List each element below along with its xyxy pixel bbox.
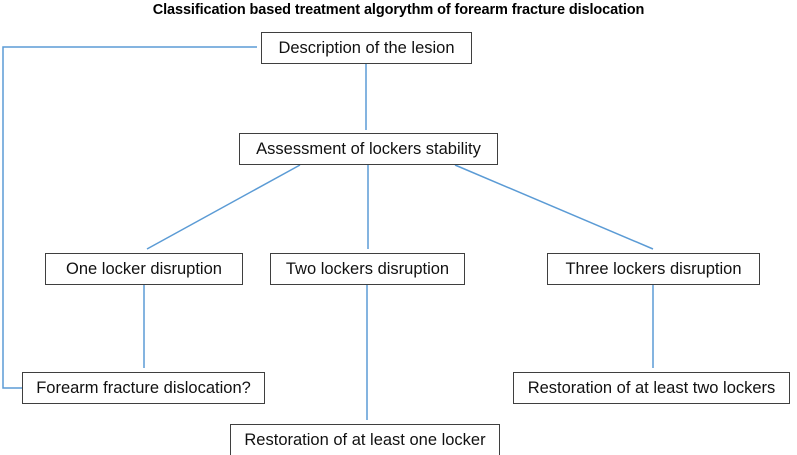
node-assessment[interactable]: Assessment of lockers stability	[239, 133, 498, 165]
node-label: Forearm fracture dislocation?	[36, 378, 251, 397]
node-label: Restoration of at least one locker	[244, 430, 486, 449]
diagram-title: Classification based treatment algorythm…	[152, 2, 645, 18]
node-label: Assessment of lockers stability	[256, 139, 481, 158]
node-forearm_question[interactable]: Forearm fracture dislocation?	[22, 372, 265, 404]
node-restore_one[interactable]: Restoration of at least one locker	[230, 424, 500, 455]
node-two_lockers[interactable]: Two lockers disruption	[270, 253, 465, 285]
node-one_locker[interactable]: One locker disruption	[45, 253, 243, 285]
node-label: Three lockers disruption	[565, 259, 742, 278]
node-label: Restoration of at least two lockers	[527, 378, 776, 397]
node-label: One locker disruption	[66, 259, 222, 278]
node-restore_two[interactable]: Restoration of at least two lockers	[513, 372, 790, 404]
node-label: Two lockers disruption	[285, 259, 450, 278]
node-three_lockers[interactable]: Three lockers disruption	[547, 253, 760, 285]
edge-assessment-to-three	[454, 164, 654, 250]
edge-assessment-to-one	[146, 164, 301, 250]
edge-forearm-feedback-to-description	[2, 46, 257, 389]
node-description[interactable]: Description of the lesion	[261, 32, 472, 64]
node-label: Description of the lesion	[278, 38, 455, 57]
